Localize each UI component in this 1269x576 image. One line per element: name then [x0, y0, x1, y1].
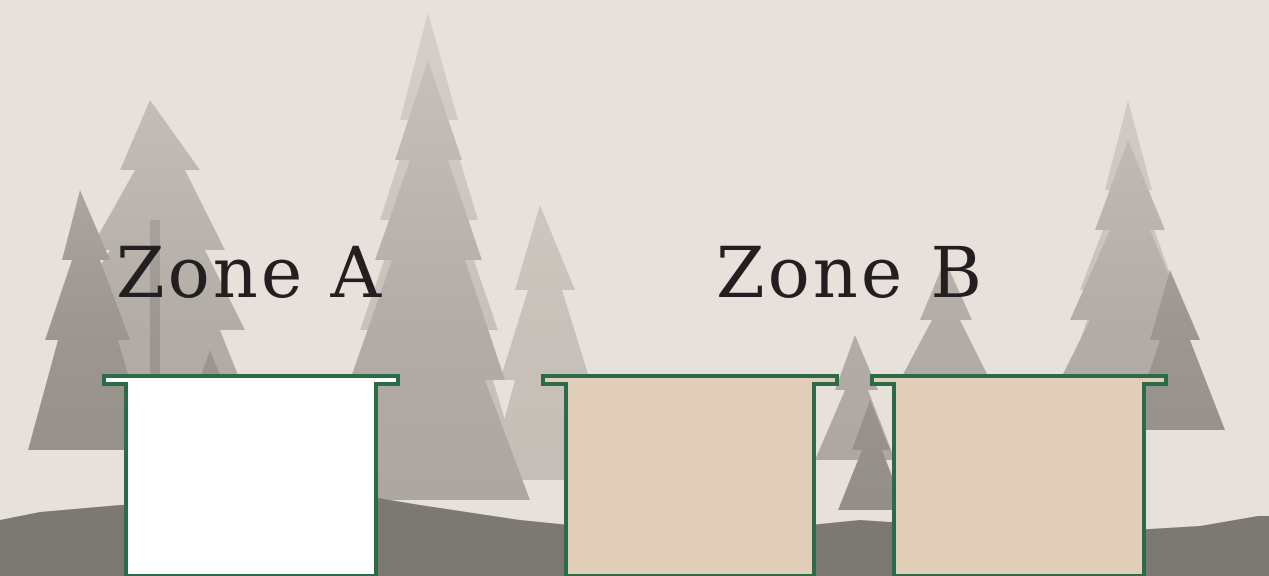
- zone-a-label: Zone A: [116, 238, 384, 308]
- container-zone-a: [104, 376, 398, 576]
- container-zone-a-outline: [104, 376, 398, 576]
- zone-b-label: Zone B: [716, 238, 985, 308]
- container-zone-b-1: [543, 376, 837, 576]
- container-zone-b-2: [872, 376, 1166, 576]
- container-zone-b-2-outline: [872, 376, 1166, 576]
- container-zone-b-1-outline: [543, 376, 837, 576]
